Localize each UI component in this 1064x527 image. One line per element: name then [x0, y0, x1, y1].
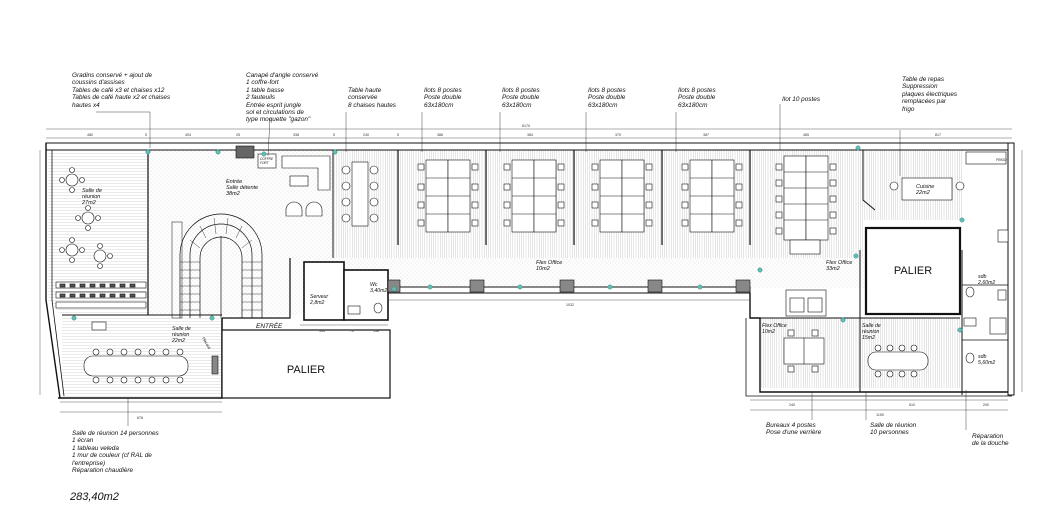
reunion-22-furniture: [83, 321, 219, 384]
palier-right-label: PALIER: [894, 265, 932, 277]
svg-text:138: 138: [373, 329, 379, 333]
svg-text:480: 480: [87, 133, 93, 137]
total-area: 283,40m2: [70, 491, 119, 503]
svg-text:200: 200: [983, 403, 989, 407]
frigo-label: FRIGO: [996, 158, 1007, 162]
svg-text:1032: 1032: [566, 303, 574, 307]
note-ilot-10: Ilot 10 postes: [782, 96, 821, 103]
plants: [71, 145, 965, 333]
svg-text:384: 384: [527, 133, 533, 137]
dimension-text: 6170 480 5 404 25 338 5 240 5 386 384 37…: [87, 124, 989, 420]
reunion-27-furniture: [55, 167, 147, 309]
svg-text:5: 5: [145, 133, 147, 137]
sdb-fixtures: [963, 286, 1007, 364]
note-table-haute: Table haute conservée 8 chaises hautes: [348, 87, 396, 109]
note-ilots-3: Ilots 8 postes Poste double 63x180cm: [588, 87, 626, 109]
note-reunion-14: Salle de réunion 14 personnes 1 écran 1 …: [72, 430, 159, 475]
svg-text:404: 404: [185, 133, 191, 137]
leader-lines: [96, 104, 967, 430]
svg-text:386: 386: [437, 133, 443, 137]
svg-text:5: 5: [397, 133, 399, 137]
palier-bottom-box: [221, 329, 391, 399]
svg-text:387: 387: [703, 133, 709, 137]
svg-text:240: 240: [789, 403, 795, 407]
desk-ilots: [417, 155, 837, 255]
placard-label: Placard: [201, 337, 211, 351]
note-gradins: Gradins conservé + ajout de coussins d'a…: [72, 72, 171, 109]
svg-text:676: 676: [137, 416, 143, 420]
svg-text:370: 370: [615, 133, 621, 137]
note-reunion-10: Salle de réunion 10 personnes: [870, 422, 917, 437]
table-haute: [341, 161, 379, 227]
note-ilots-1: Ilots 8 postes Poste double 63x180cm: [424, 87, 462, 109]
staircase: [171, 213, 263, 319]
columns: [235, 145, 751, 293]
note-douche: Réparation de la douche: [972, 433, 1009, 448]
svg-text:6170: 6170: [522, 124, 530, 128]
svg-text:70: 70: [350, 329, 354, 333]
palier-bottom-label: PALIER: [287, 364, 325, 376]
dimension-lines: [39, 128, 1023, 413]
note-ilots-4: Ilots 8 postes Poste double 63x180cm: [678, 87, 716, 109]
svg-text:485: 485: [803, 133, 809, 137]
note-canape: Canapé d'angle conservé 1 coffre-fort 1 …: [246, 72, 319, 124]
svg-text:25: 25: [236, 133, 240, 137]
wc-fixtures: [347, 302, 383, 315]
svg-text:5: 5: [333, 133, 335, 137]
note-bureaux-4: Bureaux 4 postes Pose d'une verrière: [766, 422, 822, 437]
svg-text:610: 610: [909, 403, 915, 407]
svg-text:163: 163: [319, 329, 325, 333]
note-ilots-2: Ilots 8 postes Poste double 63x180cm: [502, 87, 540, 109]
svg-text:240: 240: [363, 133, 369, 137]
label-entree: ENTRÉE: [256, 321, 283, 330]
ilot-separators: [397, 150, 751, 245]
cuisine-furniture: [889, 151, 1009, 243]
bottom-right-furniture: [783, 289, 929, 378]
svg-text:338: 338: [293, 133, 299, 137]
coffre-fort-box: [257, 153, 277, 169]
svg-text:1150: 1150: [876, 413, 884, 417]
palier-right-box: [864, 226, 962, 316]
svg-text:817: 817: [935, 133, 941, 137]
note-table-repas: Table de repas Suppression plaques élect…: [902, 76, 958, 113]
canape-furniture: [281, 155, 331, 217]
